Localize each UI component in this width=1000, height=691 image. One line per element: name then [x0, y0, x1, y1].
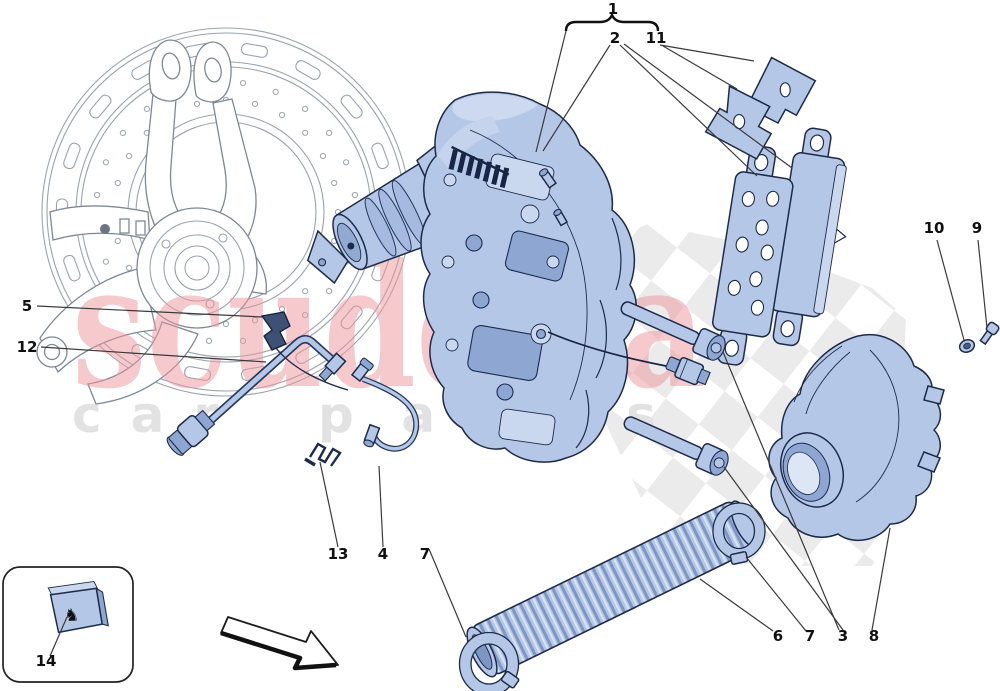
leader-lines	[36, 11, 988, 638]
brake-caliper	[306, 91, 637, 463]
shield-nut	[958, 339, 976, 353]
callout-3[interactable]: 3	[838, 627, 848, 645]
bleed-screw-2	[553, 208, 569, 227]
pipe-fitting-upper	[350, 357, 374, 383]
pad-spring	[448, 145, 510, 188]
bleed-screw	[538, 168, 558, 189]
callout-6[interactable]: 6	[773, 627, 783, 645]
callout-12[interactable]: 12	[17, 338, 38, 356]
caliper-badge-plate: ♞	[47, 580, 109, 634]
callout-8[interactable]: 8	[869, 627, 879, 645]
group-bracket-1	[564, 11, 660, 32]
hose-end-fitting	[166, 409, 216, 456]
callout-10[interactable]: 10	[924, 219, 945, 237]
pad-wear-sensor	[547, 331, 711, 386]
callout-4[interactable]: 4	[378, 545, 388, 563]
caliper-bolt-2	[623, 416, 729, 476]
caliper-bolt-1	[620, 301, 726, 361]
hose-clamp-right	[712, 502, 766, 565]
duct-outlet	[780, 432, 844, 508]
hose-union-fitting	[318, 352, 347, 382]
ferrari-horse-icon: ♞	[64, 605, 80, 626]
callout-7-left[interactable]: 7	[420, 545, 430, 563]
brake-pad-front	[712, 145, 794, 366]
callout-2[interactable]: 2	[610, 29, 620, 47]
heat-shield	[768, 334, 945, 542]
callout-5[interactable]: 5	[22, 297, 32, 315]
pipe-fitting-lower	[363, 423, 381, 448]
brake-pipe	[350, 357, 420, 452]
direction-arrow-icon	[220, 616, 339, 671]
callout-7-right[interactable]: 7	[805, 627, 815, 645]
callout-13[interactable]: 13	[328, 545, 349, 563]
callout-labels: 1 2 11 10 9 5 12 13 4 7 6 7 3 8	[17, 0, 983, 645]
hose-clamp-left	[458, 631, 520, 691]
pad-retaining-clip	[304, 442, 342, 467]
callout-9[interactable]: 9	[972, 219, 982, 237]
suspension-upright	[36, 39, 268, 405]
sensor-clip	[260, 311, 349, 391]
callout-1[interactable]: 1	[608, 0, 618, 18]
sensor-bracket	[704, 56, 817, 160]
callout-14[interactable]: 14	[36, 652, 57, 670]
shield-screw	[979, 321, 1000, 346]
legend-box: ♞ 14	[2, 566, 134, 683]
brake-hose	[166, 335, 347, 456]
brake-pads	[712, 127, 847, 366]
disc-vent-slots	[55, 43, 397, 381]
callout-11[interactable]: 11	[646, 29, 667, 47]
